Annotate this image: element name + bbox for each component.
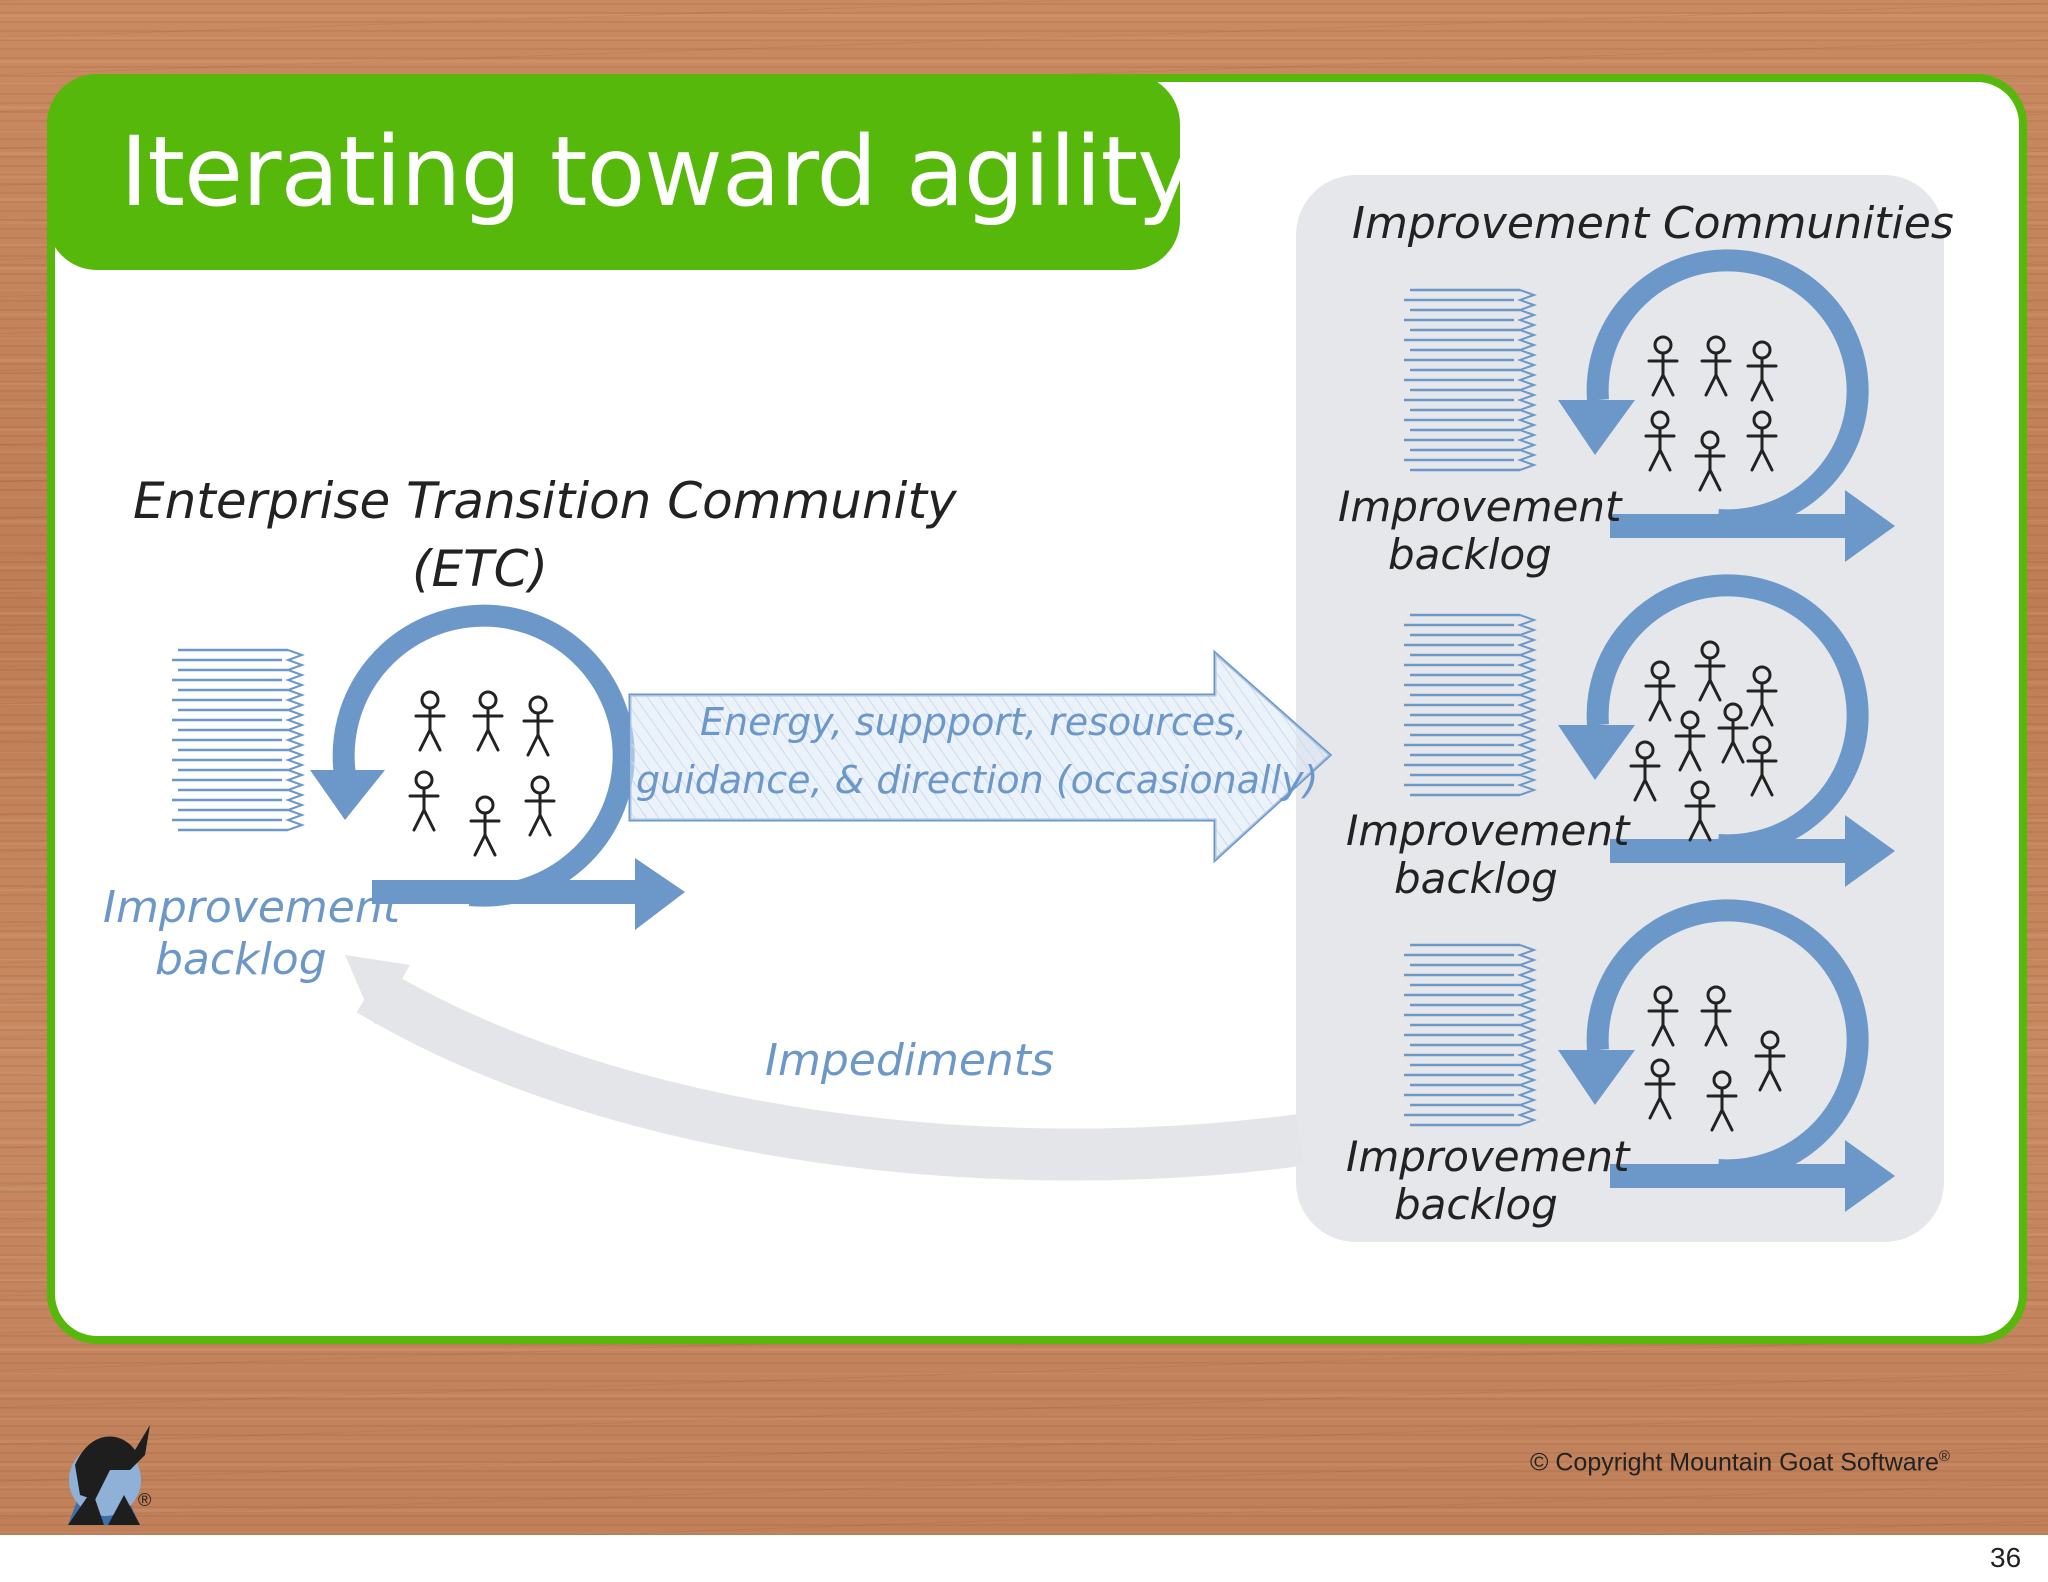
etc-backlog-label-line1: Improvement [103, 882, 400, 933]
copyright-label: © Copyright Mountain Goat Software [1530, 1448, 1939, 1477]
community-3-backlog-line2: backlog [1394, 1180, 1558, 1229]
copyright-text: © Copyright Mountain Goat Software® [1530, 1448, 1950, 1477]
flow-arrow-label-line1: Energy, suppport, resources, [700, 700, 1247, 744]
community-2-backlog-line1: Improvement [1346, 806, 1630, 855]
mountain-goat-logo [68, 1425, 150, 1525]
impediments-label: Impediments [765, 1035, 1054, 1086]
etc-team-icon [408, 690, 556, 857]
etc-cycle [310, 604, 685, 930]
community-1-cycle [1402, 249, 1895, 562]
community-2-cycle [1402, 574, 1895, 887]
community-2-backlog-line2: backlog [1394, 854, 1558, 903]
etc-backlog-label-line2: backlog [155, 934, 327, 985]
community-3-cycle [1402, 899, 1895, 1212]
page-number: 36 [1990, 1542, 2022, 1573]
community-1-backlog-line2: backlog [1388, 530, 1552, 579]
copyright-registered-mark: ® [1938, 1448, 1950, 1465]
flow-arrow [628, 649, 1333, 864]
slide-title: Iterating toward agility [120, 116, 1194, 228]
communities-heading: Improvement Communities [1352, 198, 1954, 249]
etc-backlog-stack-icon [170, 648, 304, 832]
etc-heading-line1: Enterprise Transition Community [133, 472, 957, 530]
etc-heading-line2: (ETC) [412, 540, 549, 598]
flow-arrow-label-line2: guidance, & direction (occasionally) [636, 758, 1319, 802]
community-1-backlog-line1: Improvement [1338, 482, 1622, 531]
logo-registered-mark: ® [138, 1490, 152, 1510]
community-3-backlog-line1: Improvement [1346, 1132, 1630, 1181]
title-bar [47, 74, 1180, 270]
impediments-arrow [345, 955, 1304, 1181]
